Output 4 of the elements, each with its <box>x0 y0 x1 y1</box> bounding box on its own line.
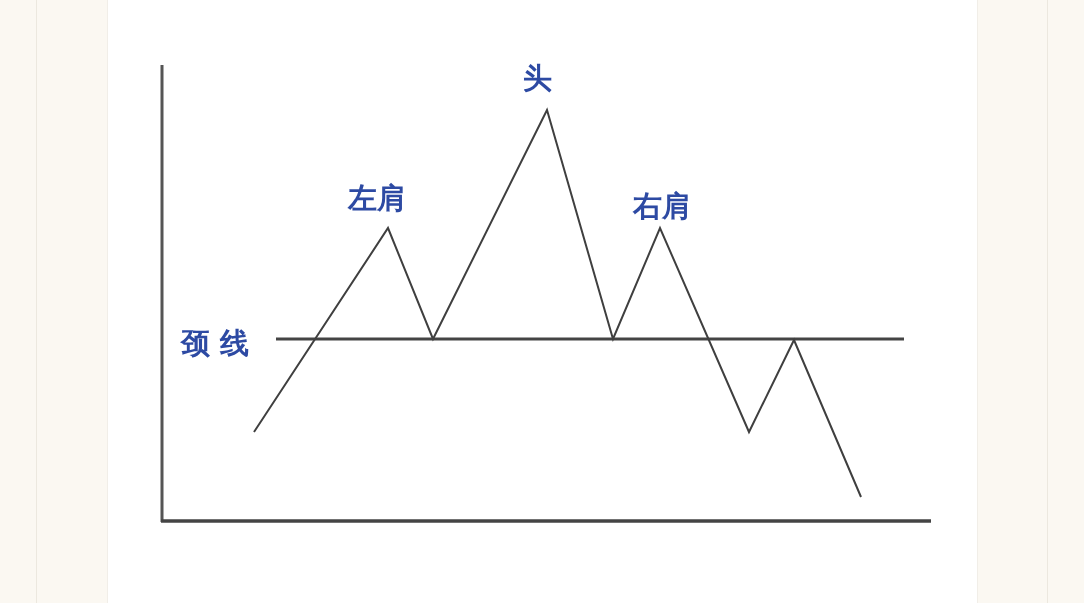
peak-label: 头 <box>523 64 552 93</box>
neckline-label: 颈线 <box>181 329 259 358</box>
peak-label: 左肩 <box>348 184 406 213</box>
peak-label: 右肩 <box>633 192 691 221</box>
